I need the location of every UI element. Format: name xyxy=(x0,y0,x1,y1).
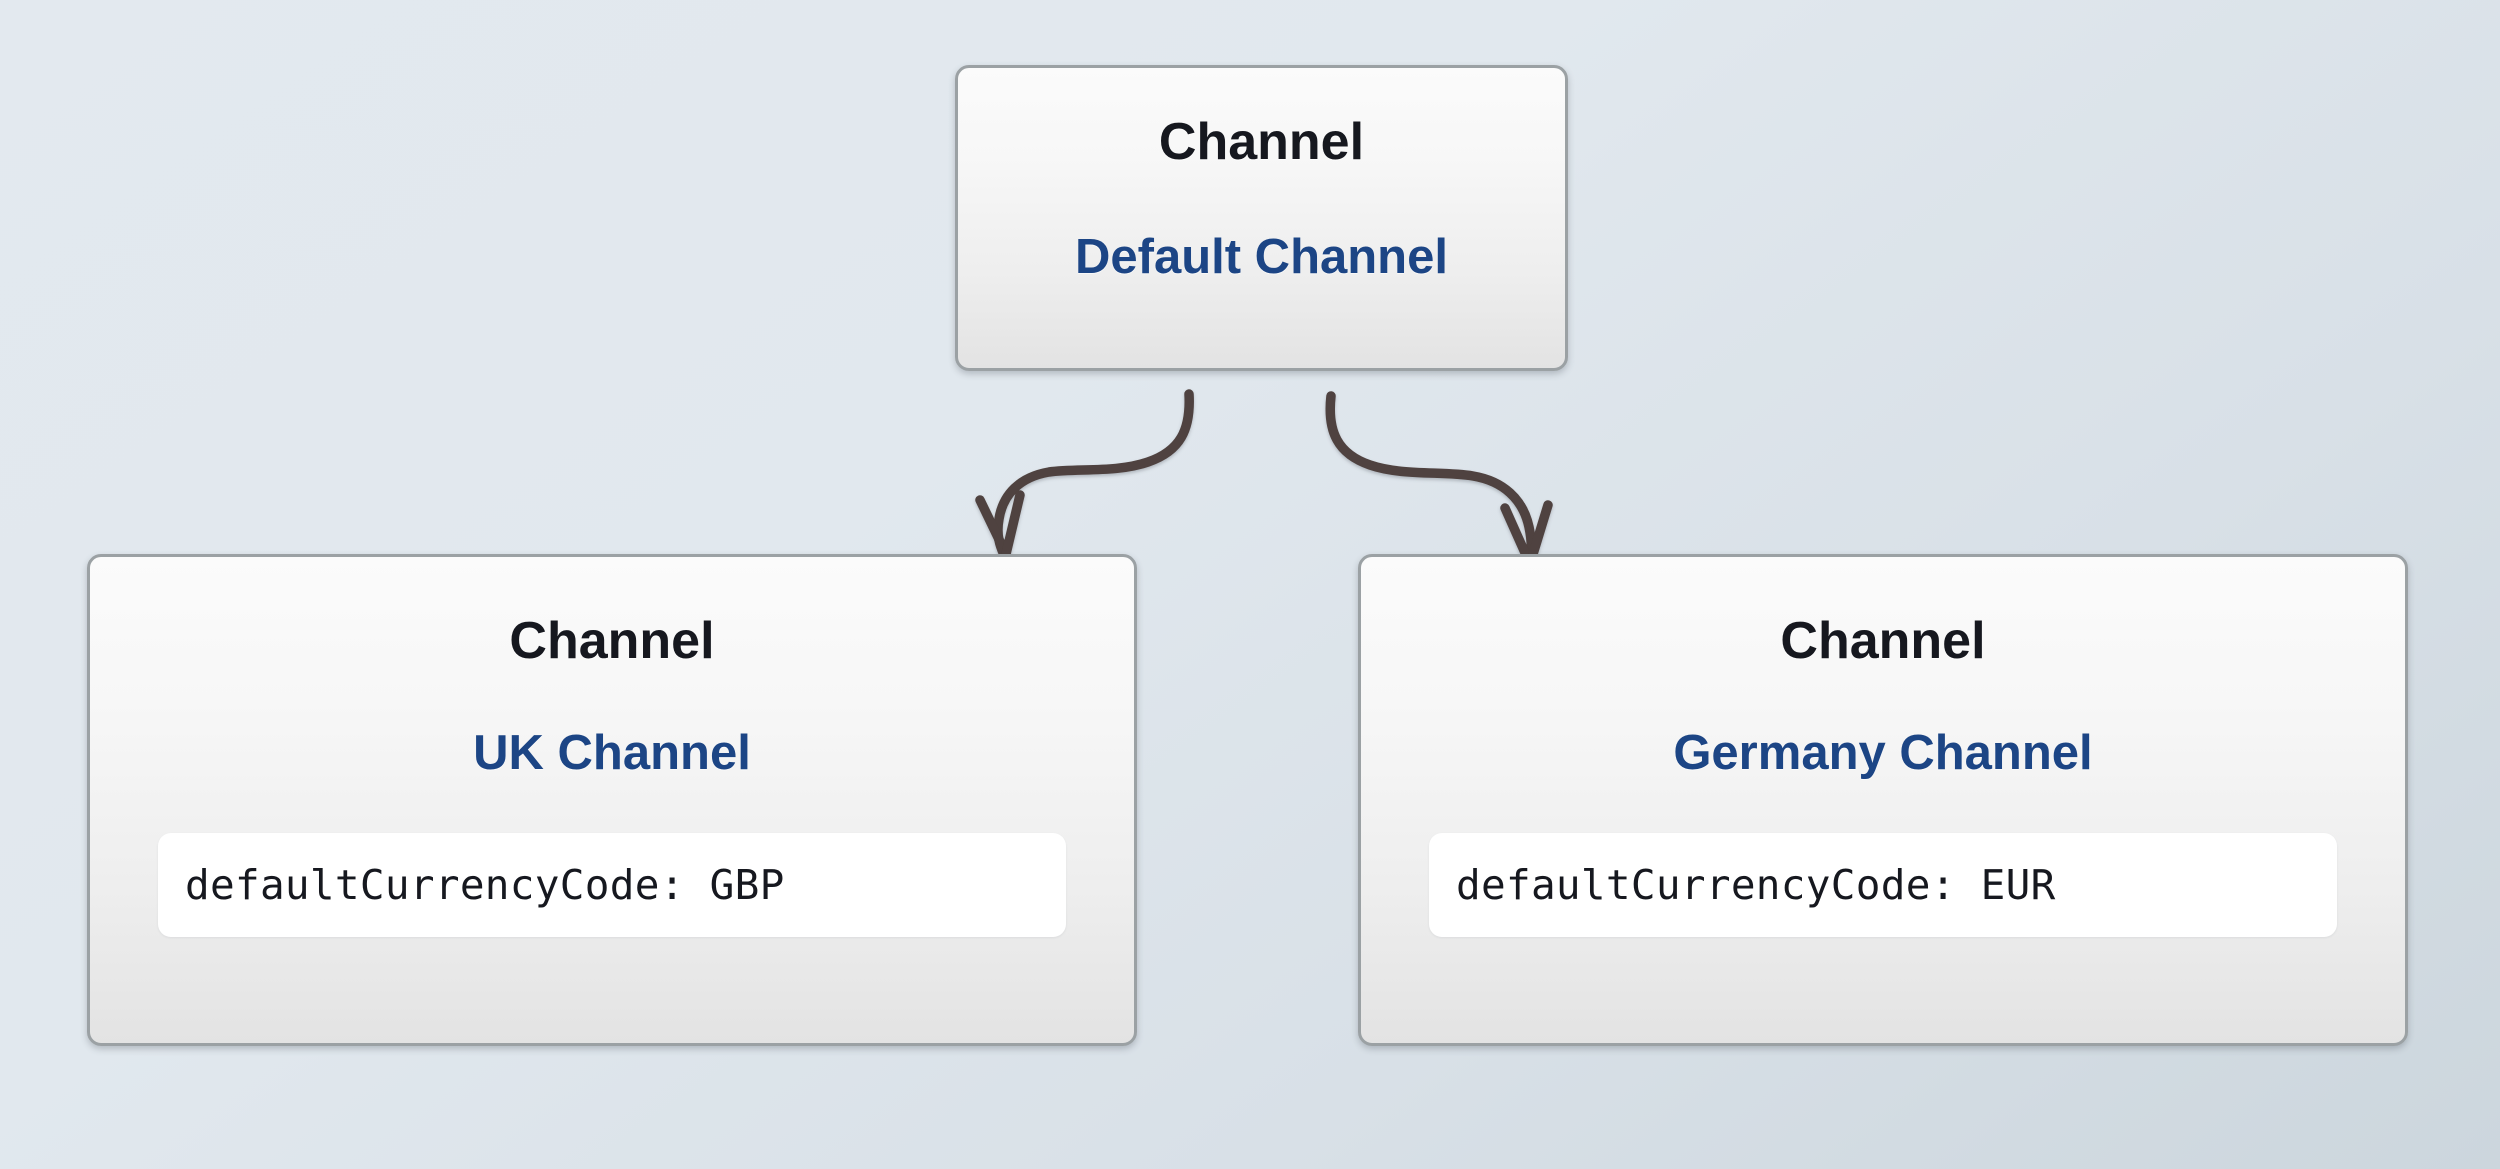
node-property-default-currency-code: defaultCurrencyCode: EUR xyxy=(1429,833,2337,937)
node-property-default-currency-code: defaultCurrencyCode: GBP xyxy=(158,833,1066,937)
node-type-label: Channel xyxy=(1780,612,1986,670)
node-type-label: Channel xyxy=(509,612,715,670)
edge-root-to-de xyxy=(1325,391,1553,571)
node-uk-channel[interactable]: Channel UK Channel defaultCurrencyCode: … xyxy=(87,554,1137,1046)
node-type-label: Channel xyxy=(1158,113,1365,171)
edge-root-to-uk xyxy=(975,389,1194,560)
node-germany-channel[interactable]: Channel Germany Channel defaultCurrencyC… xyxy=(1358,554,2408,1046)
node-name-label: UK Channel xyxy=(473,726,751,780)
node-name-label: Germany Channel xyxy=(1673,726,2093,780)
node-default-channel[interactable]: Channel Default Channel xyxy=(955,65,1568,371)
node-name-label: Default Channel xyxy=(1075,230,1448,284)
